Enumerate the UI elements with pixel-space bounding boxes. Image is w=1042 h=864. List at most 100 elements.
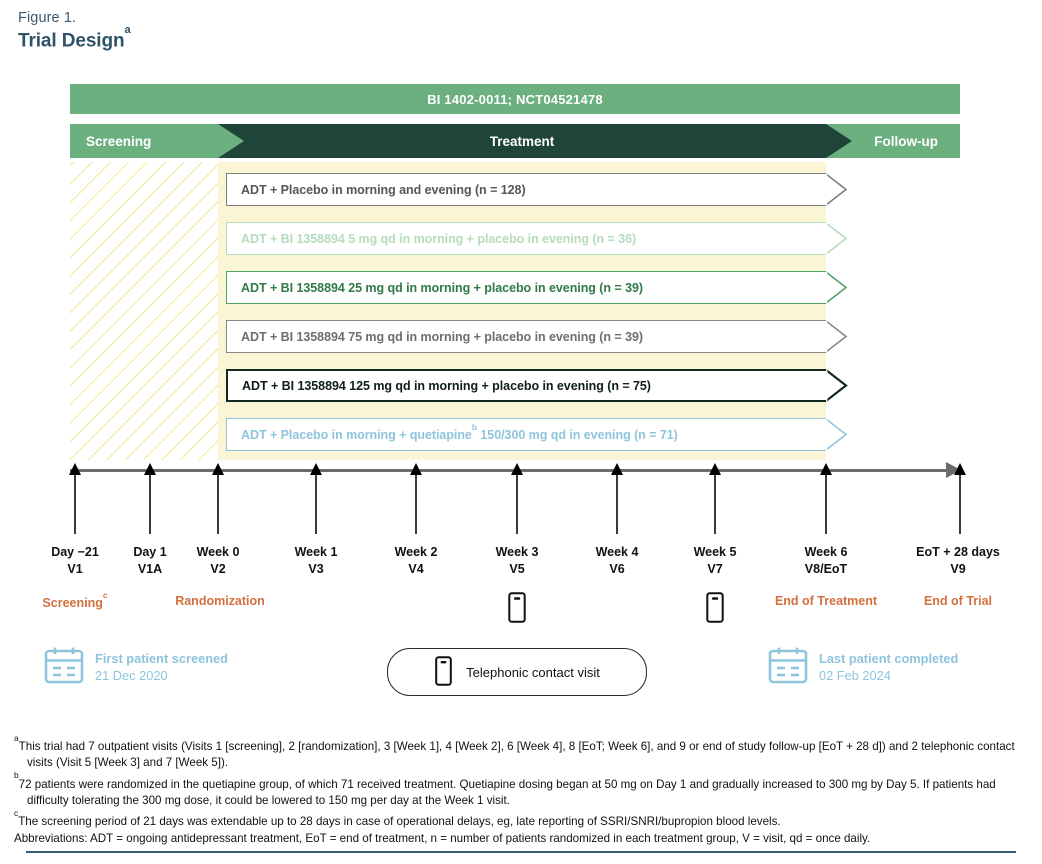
- arm-arrow-tip: [826, 271, 848, 304]
- visit-time: Week 1: [294, 545, 338, 559]
- treatment-arm-bi-5mg: ADT + BI 1358894 5 mg qd in morning + pl…: [226, 222, 848, 255]
- phase-bar-screening: Screening: [70, 124, 244, 158]
- visit-number: V2: [210, 562, 226, 576]
- phase-label-followup: Follow-up: [874, 133, 938, 149]
- milestone-label: End of Trial: [923, 594, 993, 608]
- screening-period-band: [70, 162, 218, 460]
- timeline-tick: [143, 463, 156, 534]
- footnote-abbreviations: Abbreviations: ADT = ongoing antidepress…: [14, 831, 871, 845]
- arm-label: ADT + BI 1358894 75 mg qd in morning + p…: [241, 329, 644, 344]
- treatment-arm-placebo: ADT + Placebo in morning and evening (n …: [226, 173, 848, 206]
- legend-text: Last patient completed 02 Feb 2024: [819, 651, 958, 684]
- footnote-a-marker: a: [14, 732, 19, 743]
- phase-label-screening: Screening: [86, 133, 152, 149]
- timeline-tick: [510, 463, 523, 534]
- telephonic-visit-marker: [705, 592, 725, 628]
- legend-title: First patient screened: [95, 651, 228, 666]
- visit-label: Week 5 V7: [694, 544, 737, 578]
- figure-title-superscript: a: [124, 23, 131, 36]
- legend-text: First patient screened 21 Dec 2020: [95, 651, 228, 684]
- arm-label: ADT + BI 1358894 5 mg qd in morning + pl…: [241, 231, 637, 246]
- footnote-b-text: 72 patients were randomized in the queti…: [18, 777, 996, 807]
- calendar-icon: [44, 646, 84, 689]
- timeline-tick: [819, 463, 832, 534]
- phase-bar-row: Screening Treatment Follow-up: [70, 124, 960, 158]
- arm-label: ADT + BI 1358894 125 mg qd in morning + …: [242, 378, 651, 393]
- page-title: Trial Designa: [18, 24, 131, 52]
- arm-label: ADT + Placebo in morning + quetiapineb 1…: [241, 422, 678, 443]
- phase-bar-treatment: Treatment: [218, 124, 852, 158]
- treatment-arm-bi-125mg: ADT + BI 1358894 125 mg qd in morning + …: [226, 369, 848, 402]
- visit-number: V5: [509, 562, 525, 576]
- phone-icon: [434, 655, 453, 689]
- figure-header: Figure 1. Trial Designa: [18, 10, 131, 52]
- visit-number: V7: [707, 562, 723, 576]
- legend-title: Last patient completed: [819, 651, 959, 666]
- milestone-label: End of Treatment: [774, 594, 878, 608]
- milestone-end-of-trial: End of Trial: [924, 594, 992, 608]
- footnote-b-marker: b: [14, 770, 19, 781]
- treatment-arm-bi-75mg: ADT + BI 1358894 75 mg qd in morning + p…: [226, 320, 848, 353]
- visit-label: Week 4 V6: [596, 544, 639, 578]
- calendar-icon: [768, 646, 808, 689]
- milestone-randomization: Randomization: [175, 594, 265, 608]
- footnotes: aThis trial had 7 outpatient visits (Vis…: [14, 732, 1030, 847]
- timeline-tick: [211, 463, 224, 534]
- arm-arrow-tip: [826, 173, 848, 206]
- legend-last-patient: Last patient completed 02 Feb 2024: [768, 646, 958, 689]
- arm-label-pre: ADT + Placebo in morning + quetiapine: [241, 428, 472, 443]
- visit-time: EoT + 28 days: [916, 545, 1000, 559]
- footnote-c-text: The screening period of 21 days was exte…: [18, 815, 781, 829]
- visit-time: Week 4: [595, 545, 639, 559]
- treatment-arm-bi-25mg: ADT + BI 1358894 25 mg qd in morning + p…: [226, 271, 848, 304]
- telephonic-visit-marker: [507, 592, 527, 628]
- visit-time: Week 2: [394, 545, 438, 559]
- treatment-arm-quetiapine: ADT + Placebo in morning + quetiapineb 1…: [226, 418, 848, 451]
- milestone-label: Randomization: [175, 594, 265, 608]
- footnote-b: b72 patients were randomized in the quet…: [14, 770, 1030, 810]
- visit-label: Week 2 V4: [395, 544, 438, 578]
- figure-number: Figure 1.: [18, 10, 77, 26]
- visit-number: V6: [609, 562, 625, 576]
- study-identifier-bar: BI 1402-0011; NCT04521478: [70, 84, 960, 114]
- visit-time: Week 5: [693, 545, 737, 559]
- arm-label: ADT + Placebo in morning and evening (n …: [241, 182, 526, 197]
- treatment-period-band: [218, 162, 826, 460]
- milestone-label: Screening: [42, 596, 103, 611]
- visit-number: V3: [308, 562, 324, 576]
- study-identifier-label: BI 1402-0011; NCT04521478: [427, 91, 603, 107]
- timeline-tick: [309, 463, 322, 534]
- footnote-a: aThis trial had 7 outpatient visits (Vis…: [14, 732, 1030, 772]
- phase-label-treatment: Treatment: [489, 133, 555, 149]
- timeline-tick: [953, 463, 966, 534]
- visit-time: Week 6: [804, 545, 848, 559]
- footnote-c: cThe screening period of 21 days was ext…: [14, 808, 1030, 830]
- milestone-superscript: c: [102, 589, 108, 600]
- milestone-screening: Screeningc: [42, 590, 107, 611]
- visit-time: Week 0: [196, 545, 240, 559]
- legend-date: 21 Dec 2020: [95, 668, 168, 683]
- visit-time: Day −21: [51, 545, 99, 559]
- visit-number: V1: [67, 562, 83, 576]
- visit-label: Week 6 V8/EoT: [805, 544, 848, 578]
- timeline-tick: [610, 463, 623, 534]
- arm-arrow-tip: [826, 369, 848, 402]
- arm-label-superscript: b: [471, 422, 477, 433]
- arm-label-post: 150/300 mg qd in evening (n = 71): [476, 428, 678, 443]
- visit-number: V8/EoT: [804, 562, 848, 576]
- arm-arrow-tip: [826, 320, 848, 353]
- legend-date: 02 Feb 2024: [819, 668, 891, 683]
- legend-first-patient: First patient screened 21 Dec 2020: [44, 646, 228, 689]
- visit-label: Week 1 V3: [295, 544, 338, 578]
- timeline-tick: [68, 463, 81, 534]
- trial-design-diagram: BI 1402-0011; NCT04521478 Screening Trea…: [0, 76, 1042, 716]
- visit-number: V1A: [137, 562, 163, 576]
- visit-number: V4: [408, 562, 424, 576]
- visit-label: Week 0 V2: [197, 544, 240, 578]
- legend-telephonic-contact: Telephonic contact visit: [387, 648, 647, 696]
- arm-label: ADT + BI 1358894 25 mg qd in morning + p…: [241, 280, 644, 295]
- visit-number: V9: [950, 562, 966, 576]
